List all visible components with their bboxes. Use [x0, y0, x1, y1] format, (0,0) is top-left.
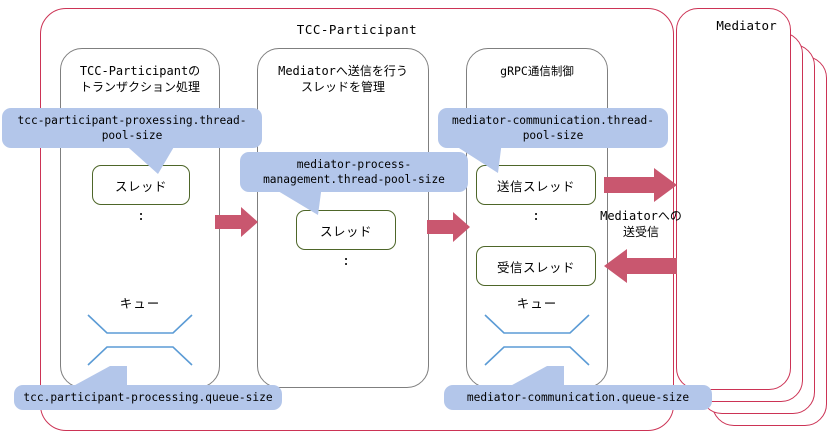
callout-tail-mediator-comm-thread — [448, 141, 502, 173]
thread-box-tcc-participant: スレッド — [92, 165, 190, 205]
queue-tcc-participant: キュー — [85, 293, 195, 371]
arrow-tcc-to-mediator-process-icon — [215, 205, 259, 239]
thread-box-label: 送信スレッド — [496, 178, 575, 194]
thread-box-label: スレッド — [319, 223, 372, 239]
thread-ellipsis-mediator-process: : — [342, 254, 350, 269]
callout-mediator-communication-queue-size: mediator-communication.queue-size — [444, 385, 712, 410]
thread-ellipsis-grpc: : — [532, 209, 540, 224]
mediator-io-label: Mediatorへの 送受信 — [600, 209, 682, 239]
callout-tcc-thread-pool-size: tcc-participant-proxessing.thread-pool-s… — [2, 108, 262, 148]
arrow-mediator-to-receive-icon — [604, 246, 678, 286]
queue-glyph-icon — [87, 314, 193, 366]
callout-tail-tcc-thread-pool — [120, 140, 178, 174]
queue-glyph-icon — [484, 314, 590, 366]
callout-mediator-communication-thread-pool-size: mediator-communication.thread-pool-size — [438, 108, 668, 148]
thread-ellipsis-tcc-participant: : — [137, 209, 145, 224]
panel-title-mediator-send-thread-management: Mediatorへ送信を行う スレッドを管理 — [278, 64, 408, 94]
queue-label: キュー — [516, 296, 558, 311]
arrow-mediator-process-to-grpc-icon — [427, 210, 471, 244]
thread-box-label: 受信スレッド — [496, 259, 575, 275]
mediator-title: Mediator — [716, 18, 777, 33]
panel-title-tcc-participant-transaction: TCC-Participantの トランザクション処理 — [79, 64, 201, 94]
callout-tcc-participant-processing-queue-size: tcc.participant-processing.queue-size — [14, 385, 282, 410]
queue-grpc: キュー — [482, 293, 592, 371]
queue-label: キュー — [119, 296, 161, 311]
arrow-send-to-mediator-icon — [604, 165, 678, 205]
mediator-card-1 — [676, 8, 791, 390]
panel-grpc-communication-control: gRPC通信制御 — [466, 48, 608, 388]
thread-box-label: スレッド — [114, 178, 167, 194]
thread-box-mediator-process: スレッド — [296, 210, 396, 250]
outer-container-tcc-participant — [40, 8, 674, 431]
panel-title-grpc-communication-control: gRPC通信制御 — [500, 64, 574, 78]
outer-container-title: TCC-Participant — [296, 22, 418, 37]
thread-box-receive: 受信スレッド — [476, 246, 596, 286]
callout-mediator-process-management-thread-pool-size: mediator-process-management.thread-pool-… — [240, 152, 468, 192]
callout-tail-mediator-process-mgmt — [268, 185, 322, 215]
